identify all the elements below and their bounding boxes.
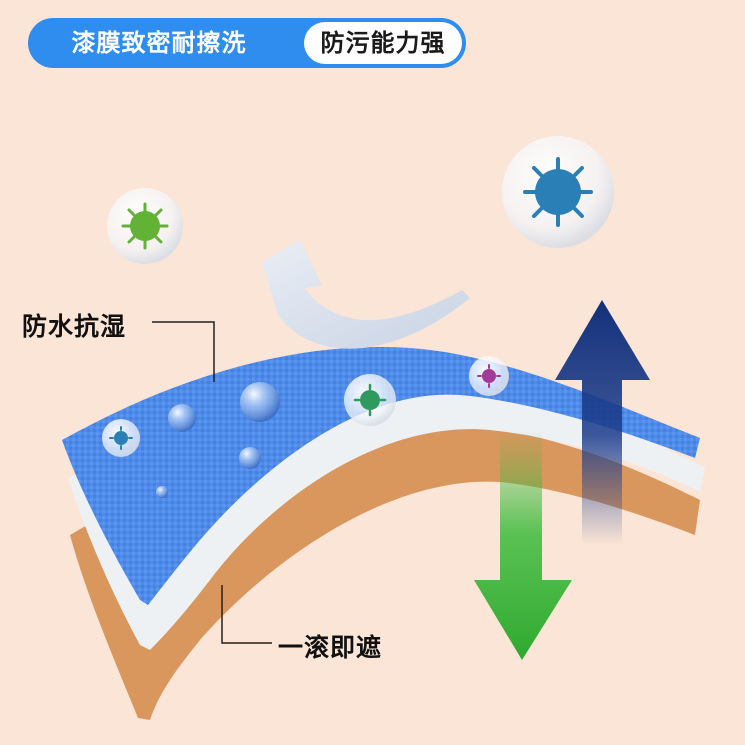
callout-waterproof: 防水抗湿 bbox=[22, 312, 127, 341]
arrow-up-icon bbox=[555, 300, 650, 545]
paint-layer bbox=[62, 346, 700, 605]
water-droplet bbox=[239, 447, 261, 469]
virus-bubble-green bbox=[344, 374, 396, 426]
virus-bubble-purple bbox=[469, 356, 509, 396]
feature-banner: 漆膜致密耐擦洗 防污能力强 bbox=[28, 18, 466, 68]
callout-one-roll-cover: 一滚即遮 bbox=[278, 633, 383, 662]
water-droplet bbox=[156, 486, 168, 498]
banner-right-text: 防污能力强 bbox=[304, 22, 462, 64]
water-droplet bbox=[240, 382, 280, 422]
callout-line-bottom bbox=[221, 585, 272, 644]
callout-line-top bbox=[152, 321, 215, 382]
virus-bubble-blue bbox=[102, 419, 140, 457]
virus-bubble-green bbox=[107, 188, 183, 264]
water-droplet bbox=[168, 404, 196, 432]
virus-bubble-blue bbox=[502, 136, 614, 248]
banner-left-text: 漆膜致密耐擦洗 bbox=[71, 29, 247, 57]
arrow-down-icon bbox=[474, 430, 572, 660]
curved-arrow-icon bbox=[262, 240, 470, 349]
